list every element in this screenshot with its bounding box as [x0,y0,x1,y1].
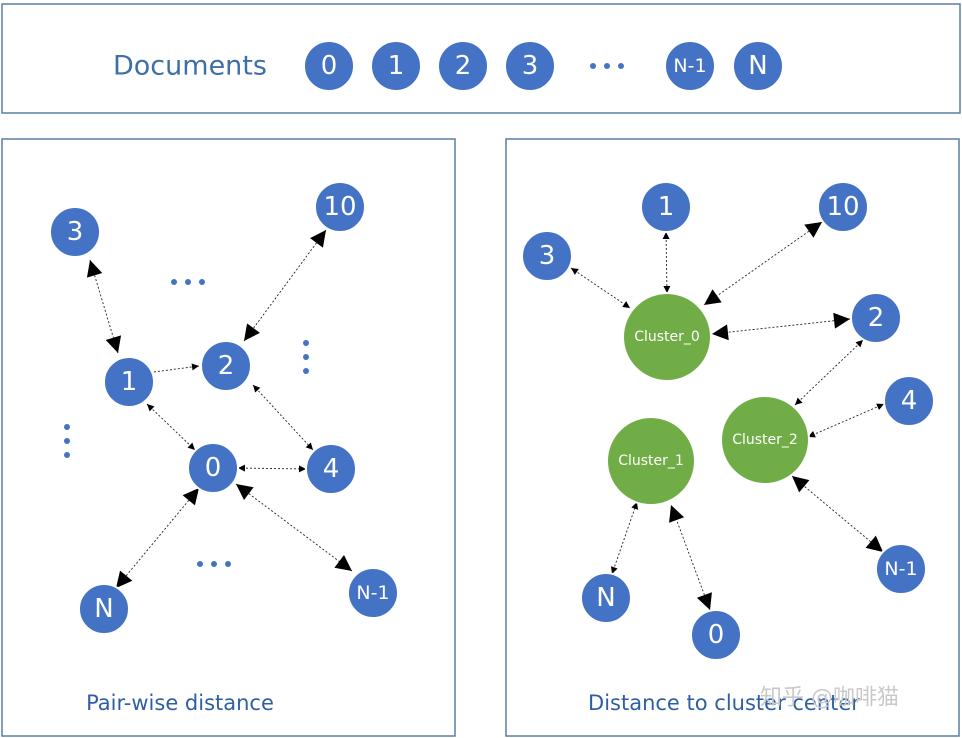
documents-ellipsis [590,63,624,69]
pairwise-node-n: N [78,583,130,635]
cluster-panel: Cluster_0 Cluster_1 Cluster_2 1 10 3 2 [505,138,960,737]
pairwise-ellipsis-top [171,279,205,285]
document-node-3: 3 [504,40,556,92]
edge-3-1 [86,259,122,354]
pairwise-node-n-label: N [94,594,113,624]
cluster-panel-node-0-label: 0 [708,620,725,650]
edge-0-n [115,487,200,589]
pairwise-node-1: 1 [103,356,155,408]
cluster-panel-node-1: 1 [640,181,692,233]
cluster-panel-node-4-label: 4 [901,386,918,416]
pairwise-ellipsis-bottom [197,561,231,567]
edge-0-n-minus-1 [235,483,353,572]
document-node-n-minus-1: N-1 [664,40,716,92]
document-node-2: 2 [437,40,489,92]
pairwise-node-3: 3 [49,206,101,258]
edge-1-2 [153,363,200,373]
edge-2-4 [252,384,314,451]
pairwise-node-n-minus-1-label: N-1 [356,582,389,604]
edge-0-cluster1 [669,504,712,611]
edge-1-0 [146,403,196,451]
watermark: 知乎 @咖啡猫 [760,686,899,711]
pairwise-node-2: 2 [200,340,252,392]
cluster-panel-node-4: 4 [883,375,935,427]
cluster-panel-node-n-minus-1: N-1 [875,543,927,595]
document-node-2-label: 2 [455,51,472,81]
cluster-panel-node-n-minus-1-label: N-1 [884,558,917,580]
pairwise-node-0: 0 [187,442,239,494]
pairwise-node-n-minus-1: N-1 [347,567,399,619]
documents-panel: Documents 0 1 2 3 N-1 N [1,3,961,114]
document-node-1: 1 [370,40,422,92]
edge-10-cluster0 [703,221,823,306]
pairwise-node-10-label: 10 [323,192,356,222]
cluster-edges [570,221,885,611]
edge-2-cluster0 [711,312,851,341]
cluster-1-label: Cluster_1 [618,453,684,469]
cluster-panel-node-1-label: 1 [658,192,675,222]
cluster-panel-node-n: N [580,572,632,624]
cluster-panel-node-3: 3 [521,230,573,282]
cluster-panel-node-10-label: 10 [826,192,859,222]
pairwise-node-1-label: 1 [121,367,138,397]
pairwise-ellipsis-right [303,340,309,374]
edge-0-4 [237,464,307,473]
cluster-panel-node-0: 0 [690,609,742,661]
pairwise-node-10: 10 [314,181,366,233]
document-node-n-minus-1-label: N-1 [673,55,706,77]
document-node-0-label: 0 [321,51,338,81]
cluster-panel-node-n-label: N [596,583,615,613]
pairwise-caption: Pair-wise distance [86,691,274,715]
document-node-n-label: N [748,51,767,81]
cluster-panel-node-10: 10 [817,181,869,233]
cluster-0-label: Cluster_0 [634,329,700,345]
cluster-panel-node-2-label: 2 [868,303,885,333]
document-node-3-label: 3 [522,51,539,81]
cluster-panel-node-3-label: 3 [539,241,556,271]
pairwise-edges [86,229,353,589]
pairwise-node-0-label: 0 [205,453,222,483]
cluster-2-label: Cluster_2 [732,432,798,448]
cluster-panel-caption: Distance to cluster center [588,691,860,715]
document-node-n: N [732,40,784,92]
cluster-2: Cluster_2 [720,395,810,485]
edge-n-cluster1 [610,501,639,575]
cluster-1: Cluster_1 [606,416,696,506]
edge-4-cluster2 [807,403,885,438]
pairwise-panel: 3 10 1 2 0 4 N N-1 Pair-wise [1,138,456,737]
document-node-1-label: 1 [388,51,405,81]
pairwise-node-2-label: 2 [218,351,235,381]
pairwise-ellipsis-left [64,424,70,458]
documents-label: Documents [113,51,267,82]
pairwise-node-4: 4 [305,443,357,495]
edge-10-2 [243,229,327,342]
document-node-0: 0 [303,40,355,92]
pairwise-node-4-label: 4 [323,454,340,484]
pairwise-node-3-label: 3 [67,217,84,247]
cluster-0: Cluster_0 [622,292,712,382]
cluster-panel-node-2: 2 [850,292,902,344]
